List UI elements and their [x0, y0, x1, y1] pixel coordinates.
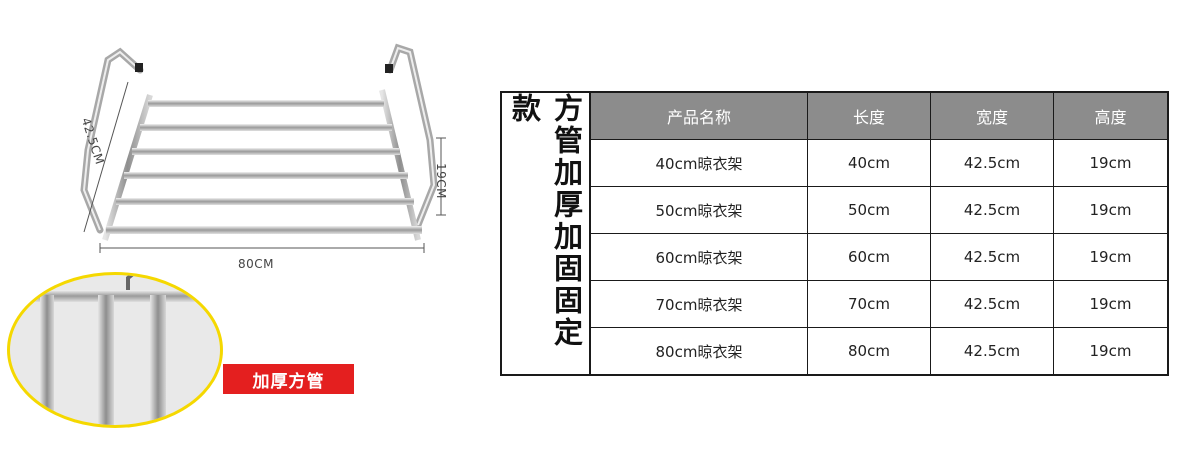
cell-width: 42.5cm — [931, 187, 1054, 233]
cell-width: 42.5cm — [931, 328, 1054, 374]
header-length: 长度 — [808, 93, 931, 139]
table-row: 80cm晾衣架 80cm 42.5cm 19cm — [591, 328, 1167, 374]
cell-product-name: 50cm晾衣架 — [591, 187, 808, 233]
cell-height: 19cm — [1089, 154, 1132, 172]
spec-table: 方管加厚加固固定款 产品名称 长度 宽度 高度 40cm晾衣架 40cm 42.… — [500, 91, 1169, 376]
header-product-name: 产品名称 — [591, 93, 808, 139]
table-header-row: 产品名称 长度 宽度 高度 — [591, 93, 1167, 140]
cell-height: 19cm — [1089, 342, 1132, 360]
thick-tube-badge: 加厚方管 — [223, 364, 354, 394]
header-width: 宽度 — [931, 93, 1054, 139]
header-height: 高度 — [1094, 108, 1127, 127]
cell-height: 19cm — [1089, 248, 1132, 266]
table-grid: 产品名称 长度 宽度 高度 40cm晾衣架 40cm 42.5cm 19cm 5… — [591, 93, 1167, 374]
cell-product-name: 80cm晾衣架 — [591, 328, 808, 374]
cell-product-name: 70cm晾衣架 — [591, 281, 808, 327]
table-vertical-title: 方管加厚加固固定款 — [502, 93, 591, 374]
cell-width: 42.5cm — [931, 140, 1054, 186]
cell-height: 19cm — [1089, 201, 1132, 219]
cell-product-name: 60cm晾衣架 — [591, 234, 808, 280]
height-dimension-label: 19CM — [434, 163, 448, 200]
table-row: 40cm晾衣架 40cm 42.5cm 19cm — [591, 140, 1167, 187]
cell-length: 80cm — [808, 328, 931, 374]
width-dimension-label: 80CM — [238, 257, 275, 271]
cell-length: 40cm — [808, 140, 931, 186]
cell-length: 70cm — [808, 281, 931, 327]
cell-length: 60cm — [808, 234, 931, 280]
table-row: 70cm晾衣架 70cm 42.5cm 19cm — [591, 281, 1167, 328]
cell-width: 42.5cm — [931, 234, 1054, 280]
cell-length: 50cm — [808, 187, 931, 233]
table-row: 50cm晾衣架 50cm 42.5cm 19cm — [591, 187, 1167, 234]
cell-height: 19cm — [1089, 295, 1132, 313]
table-row: 60cm晾衣架 60cm 42.5cm 19cm — [591, 234, 1167, 281]
cell-product-name: 40cm晾衣架 — [591, 140, 808, 186]
drying-rack-illustration — [7, 43, 446, 428]
cell-width: 42.5cm — [931, 281, 1054, 327]
